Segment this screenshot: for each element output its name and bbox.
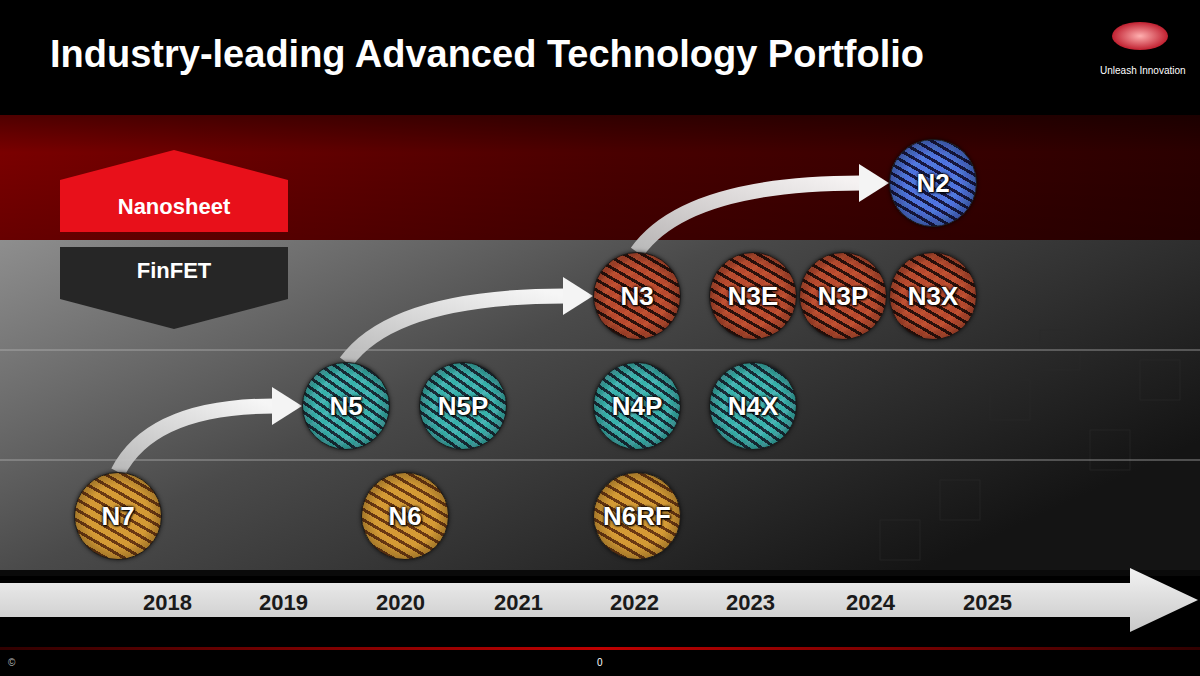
year: 2019 (259, 590, 308, 616)
year: 2018 (143, 590, 192, 616)
wafer-circle: N3X (889, 252, 977, 340)
node-name: N5 (329, 391, 362, 422)
migration-arrow (346, 277, 593, 362)
node-name: N3P (818, 281, 869, 312)
wafer-circle: N3E (709, 252, 797, 340)
year: 2022 (610, 590, 659, 616)
node-name: N3 (620, 281, 653, 312)
nanosheet-pentagon: Nanosheet (60, 150, 288, 232)
wafer-circle: N3P (799, 252, 887, 340)
wafer-circle: N5P (419, 362, 507, 450)
wafer-circle: N4X (709, 362, 797, 450)
wafer-circle: N4P (593, 362, 681, 450)
page-number: 0 (597, 657, 603, 668)
wafer-circle: N6RF (593, 472, 681, 560)
wafer-circle: N5 (302, 362, 390, 450)
transistor-type: FinFET (137, 258, 212, 284)
wafer-circle: N2 (889, 139, 977, 227)
pentagon-shape (60, 150, 288, 232)
node-name: N6RF (603, 501, 671, 532)
node-name: N3E (728, 281, 779, 312)
migration-arrow (118, 387, 302, 472)
node-name: N6 (388, 501, 421, 532)
slide-title: Industry-leading Advanced Technology Por… (50, 33, 924, 76)
copyright-mark: © (8, 657, 15, 668)
node-name: N7 (101, 501, 134, 532)
year: 2024 (846, 590, 895, 616)
node-name: N3X (908, 281, 959, 312)
year: 2020 (376, 590, 425, 616)
node-name: N5P (438, 391, 489, 422)
year: 2025 (963, 590, 1012, 616)
node-name: N4X (728, 391, 779, 422)
node-name: N4P (612, 391, 663, 422)
migration-arrow (637, 164, 889, 252)
wafer-circle: N3 (593, 252, 681, 340)
node-name: N2 (916, 168, 949, 199)
finfet-pentagon: FinFET (60, 247, 288, 329)
year: 2021 (494, 590, 543, 616)
transistor-type: Nanosheet (118, 194, 230, 220)
logo-tagline: Unleash Innovation (1100, 65, 1186, 76)
wafer-circle: N7 (74, 472, 162, 560)
wafer-circle: N6 (361, 472, 449, 560)
year: 2023 (726, 590, 775, 616)
